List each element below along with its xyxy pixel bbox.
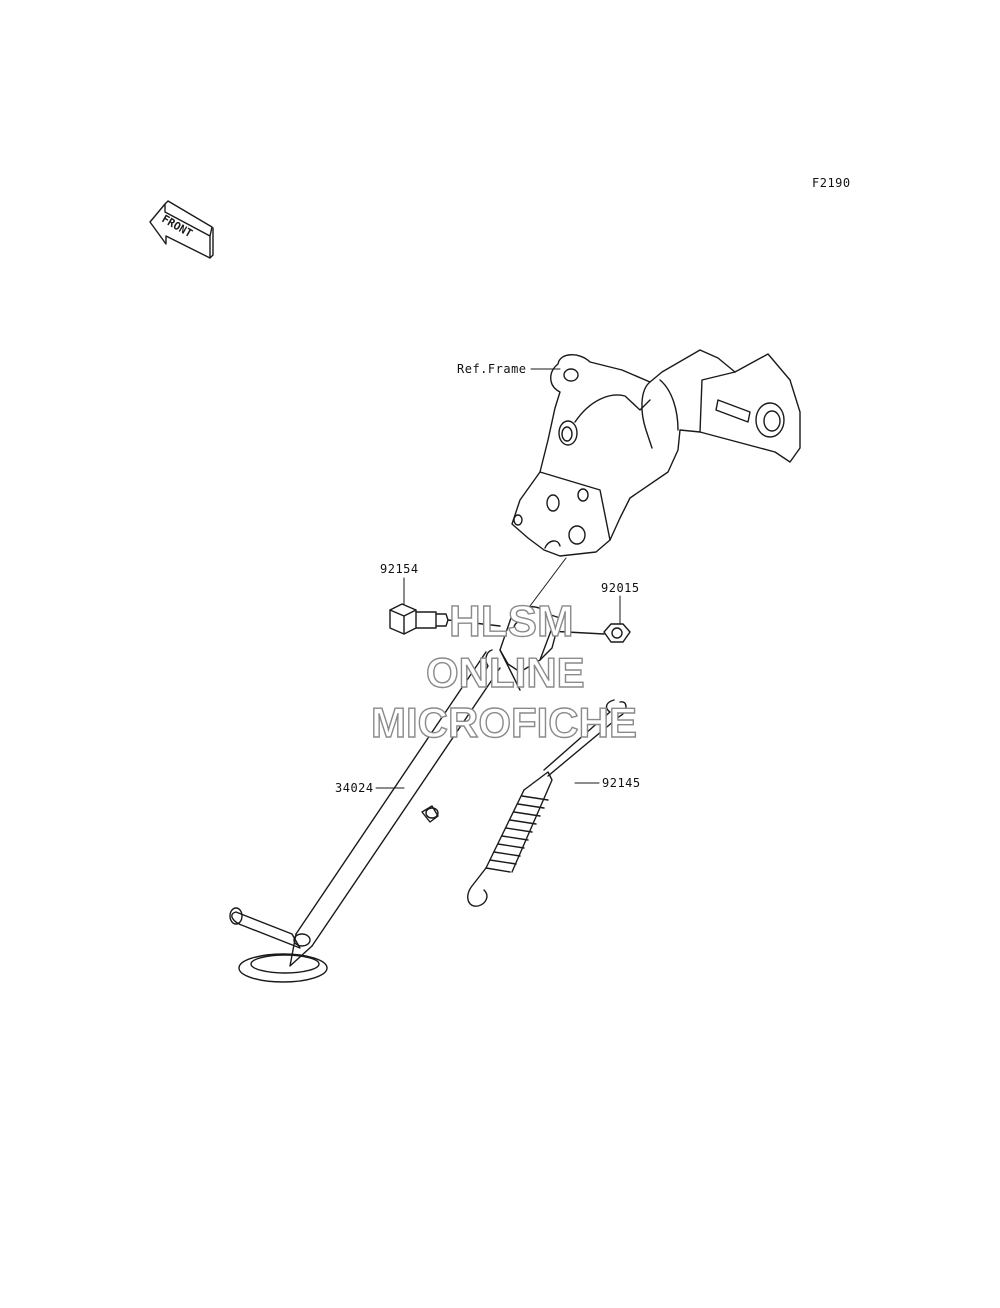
label-stand-34024: 34024 <box>335 781 374 795</box>
spring-92145 <box>467 699 627 907</box>
label-ref-frame: Ref.Frame <box>457 362 527 376</box>
side-stand-34024 <box>229 605 561 983</box>
label-bolt-92154: 92154 <box>380 562 419 576</box>
frame-bracket <box>511 349 801 557</box>
watermark-line-3: MICROFICHE <box>370 699 637 746</box>
label-nut-92015: 92015 <box>601 581 640 595</box>
bolt-92154 <box>389 603 501 635</box>
leader-lines <box>375 368 621 789</box>
figure-code: F2190 <box>812 176 851 190</box>
front-arrow-icon: FRONT <box>149 200 214 259</box>
watermark-line-2: ONLINE <box>425 649 585 696</box>
label-spring-92145: 92145 <box>602 776 641 790</box>
watermark-line-1: HLSM <box>448 597 574 646</box>
